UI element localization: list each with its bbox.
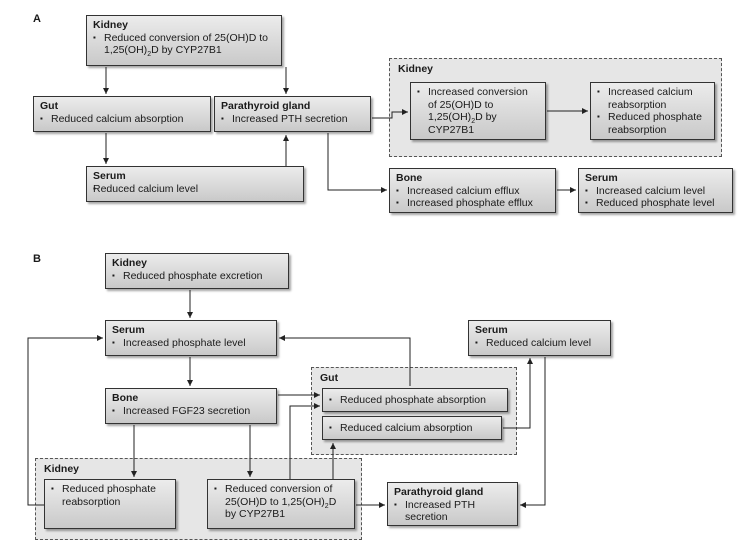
a-serum-left-box: Serum Reduced calcium level xyxy=(86,166,304,202)
b-kidney-conversion-box: Reduced conversion of 25(OH)D to 1,25(OH… xyxy=(207,479,355,529)
b-serum-right-box: Serum Reduced calcium level xyxy=(468,320,611,356)
a-parathyroid-title: Parathyroid gland xyxy=(221,100,311,112)
a-kidney-reabsorption-item-1: Increased calcium reabsorption xyxy=(597,86,708,111)
b-gut-calcium-item: Reduced calcium absorption xyxy=(329,422,495,435)
a-kidney-group-title: Kidney xyxy=(398,63,434,75)
b-gut-group-title: Gut xyxy=(320,372,339,384)
b-serum-right-item: Reduced calcium level xyxy=(475,337,604,350)
a-serum-left-item: Reduced calcium level xyxy=(93,183,297,196)
b-serum-right-title: Serum xyxy=(475,324,508,336)
a-kidney-conversion-item: Increased conversion of 25(OH)D to 1,25(… xyxy=(417,86,539,136)
b-serum-left-box: Serum Increased phosphate level xyxy=(105,320,277,356)
b-kidney-conversion-item: Reduced conversion of 25(OH)D to 1,25(OH… xyxy=(214,483,348,521)
b-serum-left-title: Serum xyxy=(112,324,145,336)
b-kidney-top-box: Kidney Reduced phosphate excretion xyxy=(105,253,289,289)
b-kidney-group-title: Kidney xyxy=(44,463,80,475)
a-kidney-top-title: Kidney xyxy=(93,19,129,31)
a-kidney-top-item: Reduced conversion of 25(OH)D to 1,25(OH… xyxy=(93,32,275,59)
b-kidney-top-item: Reduced phosphate excretion xyxy=(112,270,282,283)
b-parathyroid-title: Parathyroid gland xyxy=(394,486,484,498)
b-gut-phosphate-item: Reduced phosphate absorption xyxy=(329,394,501,407)
a-kidney-reabsorption-box: Increased calcium reabsorption Reduced p… xyxy=(590,82,715,140)
a-gut-item: Reduced calcium absorption xyxy=(40,113,204,126)
a-serum-right-title: Serum xyxy=(585,172,618,184)
b-kidney-top-title: Kidney xyxy=(112,257,148,269)
panel-b-label: B xyxy=(33,253,41,265)
b-bone-box: Bone Increased FGF23 secretion xyxy=(105,388,277,424)
b-gut-calcium-box: Reduced calcium absorption xyxy=(322,416,502,440)
b-kidney-reabsorption-box: Reduced phosphate reabsorption xyxy=(44,479,176,529)
b-parathyroid-box: Parathyroid gland Increased PTH secretio… xyxy=(387,482,518,526)
a-kidney-conversion-box: Increased conversion of 25(OH)D to 1,25(… xyxy=(410,82,546,140)
a-arrow-parathyroid-to-bone xyxy=(327,133,387,193)
a-bone-item-2: Increased phosphate efflux xyxy=(396,197,549,210)
a-kidney-top-box: Kidney Reduced conversion of 25(OH)D to … xyxy=(86,15,282,66)
a-bone-item-1: Increased calcium efflux xyxy=(396,185,549,198)
a-kidney-reabsorption-item-2: Reduced phosphate reabsorption xyxy=(597,111,708,136)
a-serum-right-item-2: Reduced phosphate level xyxy=(585,197,726,210)
a-gut-title: Gut xyxy=(40,100,59,112)
a-serum-left-title: Serum xyxy=(93,170,126,182)
b-gut-phosphate-box: Reduced phosphate absorption xyxy=(322,388,508,412)
b-bone-item: Increased FGF23 secretion xyxy=(112,405,270,418)
panel-a-label: A xyxy=(33,13,41,25)
b-kidney-reabsorption-item: Reduced phosphate reabsorption xyxy=(51,483,169,508)
a-serum-right-item-1: Increased calcium level xyxy=(585,185,726,198)
a-bone-title: Bone xyxy=(396,172,423,184)
b-arrow-serum-to-parathyroid xyxy=(520,357,546,508)
a-parathyroid-item: Increased PTH secretion xyxy=(221,113,364,126)
b-bone-title: Bone xyxy=(112,392,139,404)
b-serum-left-item: Increased phosphate level xyxy=(112,337,270,350)
b-parathyroid-item: Increased PTH secretion xyxy=(394,499,511,524)
a-gut-box: Gut Reduced calcium absorption xyxy=(33,96,211,132)
a-parathyroid-box: Parathyroid gland Increased PTH secretio… xyxy=(214,96,371,132)
a-bone-box: Bone Increased calcium efflux Increased … xyxy=(389,168,556,213)
a-serum-right-box: Serum Increased calcium level Reduced ph… xyxy=(578,168,733,213)
